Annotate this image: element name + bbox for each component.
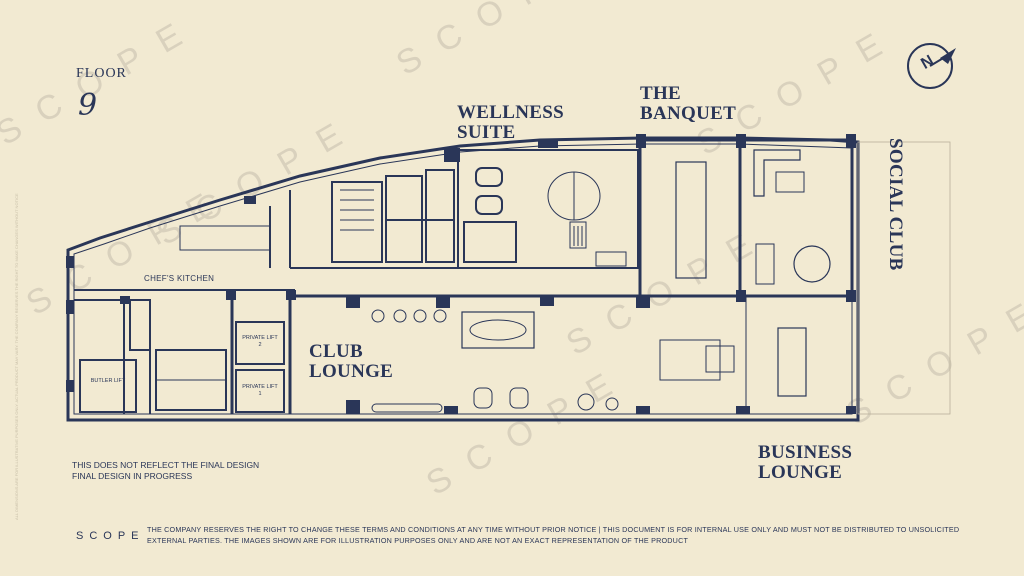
zone-wellness-suite: WELLNESS SUITE (457, 102, 564, 143)
room-butler-lift: BUTLER LIFT (90, 378, 126, 384)
zone-the-banquet: THE BANQUET (640, 83, 737, 124)
floor-label: FLOOR (76, 66, 127, 81)
zone-club-lounge: CLUB LOUNGE (309, 341, 394, 382)
north-arrow-icon (907, 43, 956, 89)
scope-logo: SCOPE (76, 530, 145, 542)
room-chefs-kitchen: CHEF'S KITCHEN (144, 274, 215, 283)
design-note: THIS DOES NOT REFLECT THE FINAL DESIGN F… (72, 460, 332, 482)
footer-disclaimer: THE COMPANY RESERVES THE RIGHT TO CHANGE… (147, 524, 987, 546)
design-note-line2: FINAL DESIGN IN PROGRESS (72, 471, 193, 481)
design-note-line1: THIS DOES NOT REFLECT THE FINAL DESIGN (72, 460, 260, 470)
compass: N (904, 40, 960, 90)
zone-business-lounge: BUSINESS LOUNGE (758, 442, 853, 483)
disclaimer-line1: THE COMPANY RESERVES THE RIGHT TO CHANGE… (147, 525, 960, 534)
floor-number: 9 (78, 88, 98, 123)
room-private-lift-2: PRIVATE LIFT 2 (242, 335, 278, 348)
room-private-lift-1: PRIVATE LIFT 1 (242, 384, 278, 397)
disclaimer-line2: EXTERNAL PARTIES. THE IMAGES SHOWN ARE F… (147, 536, 689, 545)
zone-social-club: SOCIAL CLUB (885, 138, 906, 271)
